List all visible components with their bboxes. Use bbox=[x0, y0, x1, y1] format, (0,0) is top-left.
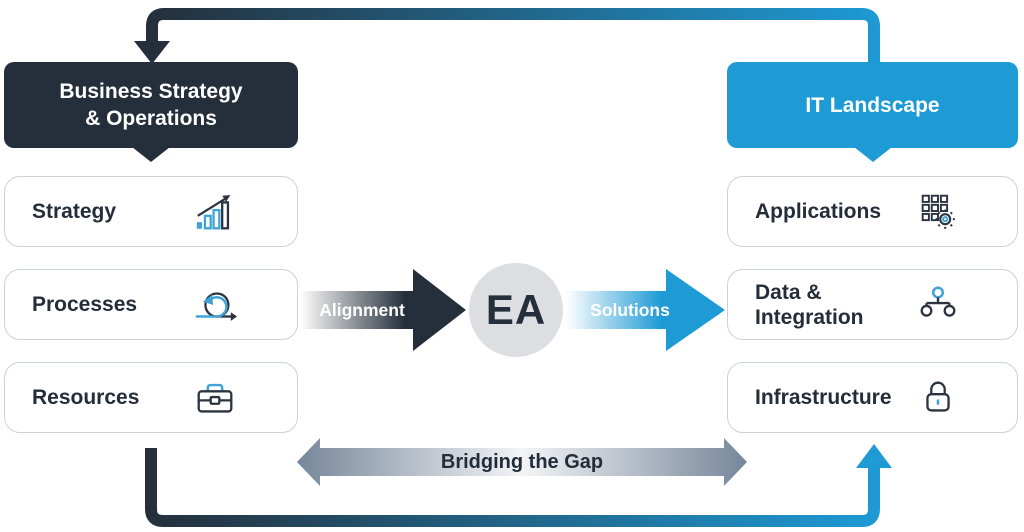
row-label: Resources bbox=[32, 386, 140, 409]
row-label: Applications bbox=[755, 200, 882, 223]
solutions-arrow bbox=[566, 269, 725, 351]
row-label: Processes bbox=[32, 293, 138, 316]
agile-loop-icon bbox=[192, 282, 238, 328]
row-strategy: Strategy bbox=[4, 176, 298, 247]
alignment-arrow bbox=[300, 269, 466, 351]
it-landscape-header-label: IT Landscape bbox=[805, 93, 940, 117]
row-label: Infrastructure bbox=[755, 386, 892, 409]
row-processes: Processes bbox=[4, 269, 298, 340]
row-infrastructure: Infrastructure bbox=[727, 362, 1018, 433]
ea-label: EA bbox=[485, 286, 547, 333]
bridge-arrow-label: Bridging the Gap bbox=[440, 451, 604, 473]
row-data-integration: Data & Integration bbox=[727, 269, 1018, 340]
top-connector-arrowhead-icon bbox=[134, 41, 170, 64]
row-resources: Resources bbox=[4, 362, 298, 433]
ea-circle: EA bbox=[469, 263, 563, 357]
chart-growth-icon bbox=[192, 189, 238, 235]
padlock-icon bbox=[915, 375, 961, 421]
top-connector-arrow bbox=[134, 8, 880, 64]
alignment-arrow-label: Alignment bbox=[319, 300, 405, 320]
briefcase-icon bbox=[192, 375, 238, 421]
business-strategy-header-line1: Business Strategy bbox=[59, 80, 243, 103]
row-label: Data & Integration bbox=[755, 280, 864, 329]
row-applications: Applications bbox=[727, 176, 1018, 247]
bridge-double-arrow bbox=[297, 438, 747, 486]
solutions-arrow-label: Solutions bbox=[590, 300, 670, 320]
business-strategy-header: Business Strategy & Operations bbox=[4, 62, 298, 162]
bottom-connector-arrowhead-icon bbox=[856, 444, 892, 468]
bottom-connector-arrow bbox=[145, 444, 892, 527]
app-grid-gear-icon bbox=[915, 189, 961, 235]
header-pointer-icon bbox=[132, 147, 170, 162]
it-landscape-header: IT Landscape bbox=[727, 62, 1018, 162]
row-label: Strategy bbox=[32, 200, 117, 223]
business-strategy-header-line2: & Operations bbox=[85, 107, 217, 130]
data-hierarchy-icon bbox=[915, 282, 961, 328]
header-pointer-icon bbox=[853, 147, 892, 162]
